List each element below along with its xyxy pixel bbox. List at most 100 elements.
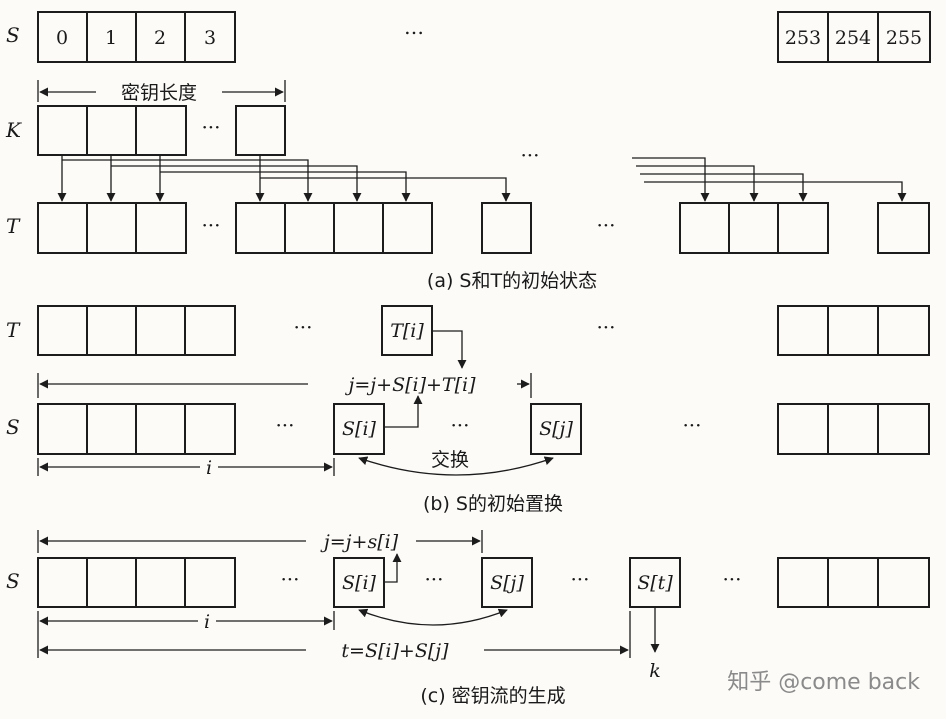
- s-cell-i: [333, 403, 385, 455]
- k-cell-0: [37, 105, 88, 156]
- s-cell: [877, 557, 930, 608]
- t-cell: [86, 202, 137, 254]
- s-j-label-b: S[j]: [539, 418, 573, 440]
- row-label-s-a: S: [6, 23, 20, 47]
- s-cell: [86, 403, 137, 455]
- s-ellipsis-b1: ···: [275, 413, 294, 437]
- t-cell: [877, 202, 930, 254]
- s-ellipsis-c2: ···: [424, 567, 443, 591]
- s-ellipsis-c3: ···: [570, 567, 589, 591]
- swap-label: 交换: [431, 449, 469, 471]
- t-cell: [135, 202, 187, 254]
- s-index-254: 254: [835, 27, 871, 49]
- row-label-s-c: S: [6, 569, 20, 593]
- swap-arrow: [358, 456, 554, 476]
- t-cell: [777, 305, 829, 356]
- k-to-t-arrows: [57, 155, 907, 202]
- t-cell: [135, 305, 186, 356]
- t-cell: [37, 202, 88, 254]
- s-i-up-arrow-c: [384, 553, 402, 583]
- s-ellipsis-c1: ···: [280, 567, 299, 591]
- s-cell: [135, 403, 186, 455]
- s-ellipsis-b2: ···: [450, 413, 469, 437]
- s-t-label: S[t]: [637, 572, 673, 594]
- caption-c: (c) 密钥流的生成: [420, 685, 565, 707]
- caption-b: (b) S的初始置换: [423, 493, 563, 515]
- s-cell: [86, 557, 137, 608]
- panel-b: T T[i] ··· ··· j=j+S[i]+T[i] S: [6, 305, 930, 515]
- s-index-3: 3: [204, 27, 216, 49]
- s-index-253: 253: [785, 27, 821, 49]
- var-i-c: i: [204, 611, 210, 633]
- formula-c-t: t=S[i]+S[j]: [341, 640, 449, 662]
- row-label-k: K: [5, 118, 22, 142]
- s-ellipsis-c4: ···: [722, 567, 741, 591]
- t-array-a: [37, 202, 930, 254]
- s-cell: [184, 403, 236, 455]
- row-label-s-b: S: [6, 415, 20, 439]
- s-cell: [777, 557, 829, 608]
- s-cell-3: [184, 11, 236, 63]
- key-length-label: 密钥长度: [121, 82, 197, 104]
- s-cell-j: [481, 557, 533, 608]
- row-label-t-a: T: [6, 214, 21, 238]
- t-cell: [728, 202, 779, 254]
- panel-c: j=j+s[i] S S[i] S[j] S[t] ··· ··· ··· ··…: [6, 530, 930, 707]
- s-cell: [777, 403, 829, 455]
- t-dimension-c: t=S[i]+S[j]: [39, 611, 631, 662]
- caption-a: (a) S和T的初始状态: [427, 270, 597, 292]
- s-index-2: 2: [154, 27, 166, 49]
- s-cell: [877, 403, 930, 455]
- s-cell: [135, 557, 186, 608]
- s-j-label-c: S[j]: [490, 572, 524, 594]
- s-ellipsis-a: …: [404, 15, 424, 39]
- s-array-c: [37, 557, 930, 608]
- key-length-dimension: 密钥长度: [37, 80, 286, 104]
- t-cell: [827, 305, 879, 356]
- t-cell: [382, 202, 433, 254]
- t-cell: [37, 305, 88, 356]
- s-index-255: 255: [886, 27, 922, 49]
- s-i-label-c: S[i]: [342, 572, 377, 594]
- s-array-tail: 253 254 255: [777, 11, 931, 63]
- formula-c-j: j=j+s[i]: [320, 531, 399, 553]
- t-ellipsis-a2: ···: [596, 213, 615, 237]
- t-array-b: [37, 305, 930, 356]
- s-cell: [37, 403, 88, 455]
- t-cell: [777, 202, 829, 254]
- t-ellipsis-a1: ···: [201, 213, 220, 237]
- t-cell: [481, 202, 532, 254]
- k-ellipsis: ···: [201, 115, 220, 139]
- t-cell: [333, 202, 384, 254]
- s-cell: [184, 557, 236, 608]
- k-cell-1: [86, 105, 137, 156]
- watermark: 知乎 @come back: [727, 670, 920, 695]
- t-cell: [679, 202, 730, 254]
- k-array: [37, 105, 286, 156]
- panel-a: S 0 1 2 3 … 253 254 255 密钥长度 K: [5, 11, 931, 292]
- var-i-b: i: [206, 457, 212, 479]
- i-dimension-c: i: [37, 611, 335, 658]
- t-cell: [235, 202, 286, 254]
- s-cell: [827, 403, 879, 455]
- row-label-t-b: T: [6, 318, 21, 342]
- i-dimension-b: i: [37, 457, 335, 479]
- t-cell: [184, 305, 236, 356]
- s-cell: [827, 557, 879, 608]
- t-ellipsis-b1: ···: [293, 315, 312, 339]
- s-array-b: [37, 403, 930, 455]
- t-cell: [877, 305, 930, 356]
- s-i-up-arrow-b: [384, 395, 423, 428]
- j-dimension-b: j=j+S[i]+T[i]: [37, 373, 532, 398]
- s-index-1: 1: [105, 27, 117, 49]
- k-cell-last: [235, 105, 286, 156]
- j-dimension-c: j=j+s[i]: [37, 530, 483, 553]
- s-array-head: 0 1 2 3: [37, 11, 236, 63]
- s-cell: [37, 557, 88, 608]
- var-k: k: [649, 660, 661, 682]
- t-cell: [86, 305, 137, 356]
- s-cell-255: [877, 11, 931, 63]
- s-index-0: 0: [56, 27, 68, 49]
- t-i-label: T[i]: [390, 320, 424, 342]
